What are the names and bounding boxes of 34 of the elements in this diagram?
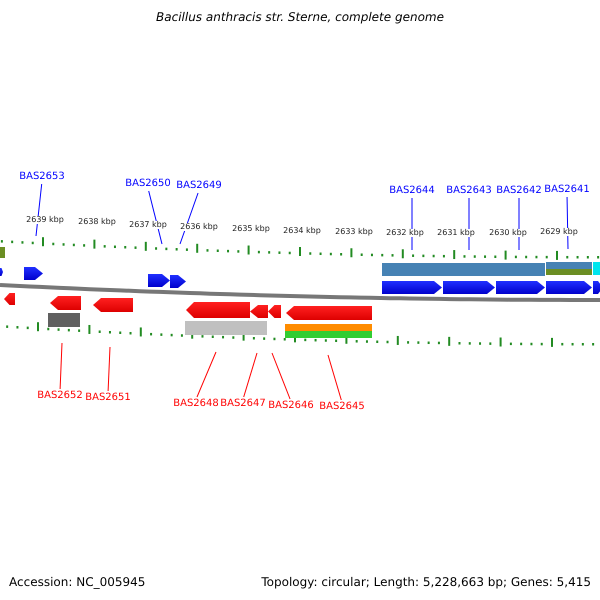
scale-label: 2632 kbp xyxy=(385,229,425,237)
genome-info-text: Topology: circular; Length: 5,228,663 bp; Genes: 5,415 xyxy=(261,576,591,588)
gene-label: BAS2650 xyxy=(125,179,171,189)
gene-label: BAS2649 xyxy=(176,181,222,191)
leader-line xyxy=(60,342,62,390)
scale-label: 2635 kbp xyxy=(231,225,271,233)
gene-label: BAS2642 xyxy=(496,186,542,196)
leader-line xyxy=(36,184,42,236)
gene-label: BAS2652 xyxy=(37,391,83,401)
gene-label: BAS2645 xyxy=(319,402,365,412)
leader-line xyxy=(243,352,258,398)
leader-line xyxy=(328,354,342,400)
gene-label: BAS2648 xyxy=(173,399,219,409)
gene-label: BAS2647 xyxy=(220,399,266,409)
gene-label: BAS2653 xyxy=(19,172,65,182)
gene-label: BAS2646 xyxy=(268,401,314,411)
accession-text: Accession: NC_005945 xyxy=(9,576,146,588)
scale-label: 2631 kbp xyxy=(436,229,476,237)
scale-label: 2630 kbp xyxy=(488,229,528,237)
scale-label: 2636 kbp xyxy=(179,223,219,231)
gene-label: BAS2641 xyxy=(544,185,590,195)
leader-line xyxy=(108,346,110,392)
scale-label: 2639 kbp xyxy=(25,216,65,224)
leader-line xyxy=(272,352,291,400)
scale-label: 2634 kbp xyxy=(282,227,322,235)
leader-line xyxy=(196,352,216,398)
gene-label: BAS2651 xyxy=(85,393,131,403)
gene-label: BAS2644 xyxy=(389,186,435,196)
scale-label: 2629 kbp xyxy=(539,228,579,236)
scale-label: 2637 kbp xyxy=(128,221,168,229)
title: Bacillus anthracis str. Sterne, complete genome xyxy=(156,11,444,23)
gene-label: BAS2643 xyxy=(446,186,492,196)
scale-label: 2633 kbp xyxy=(334,228,374,236)
scale-label: 2638 kbp xyxy=(77,218,117,226)
